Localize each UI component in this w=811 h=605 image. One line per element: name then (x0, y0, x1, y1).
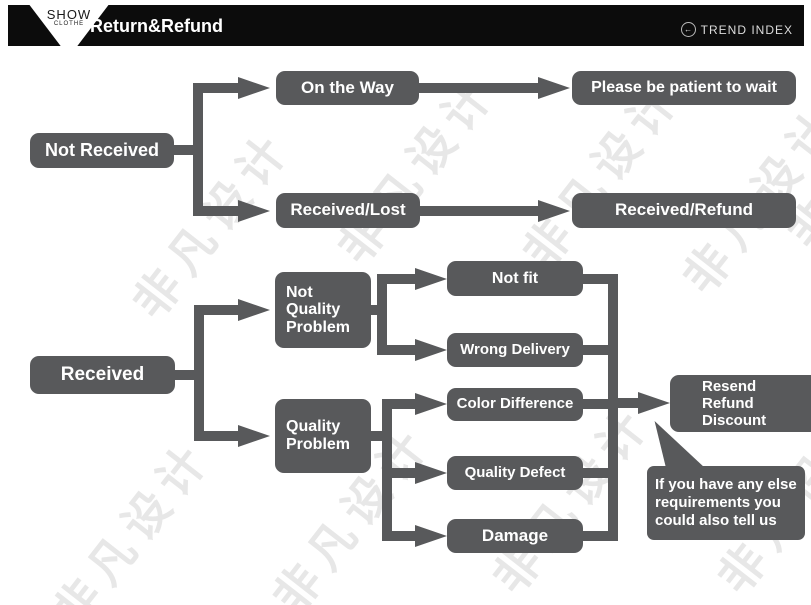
speech-bubble-note: If you have any else requirements you co… (647, 466, 805, 540)
connector-line (194, 305, 204, 441)
note-line: If you have any else (655, 476, 797, 493)
node-wrong-delivery: Wrong Delivery (447, 333, 583, 367)
connector-line (200, 83, 238, 93)
node-on-the-way: On the Way (276, 71, 419, 105)
node-not-quality-problem: Not Quality Problem (275, 272, 371, 348)
header-bar (8, 5, 804, 46)
connector-line (419, 83, 538, 93)
node-received: Received (30, 356, 175, 394)
node-please-be-patient: Please be patient to wait (572, 71, 796, 105)
arrowhead-icon (538, 200, 570, 222)
node-line: Refund (702, 394, 754, 412)
watermark-text: 非凡设计 (42, 429, 222, 605)
connector-line (387, 274, 415, 284)
connector-line (583, 468, 608, 478)
node-quality-defect: Quality Defect (447, 456, 583, 490)
connector-line (172, 145, 200, 155)
note-line: could also tell us (655, 512, 777, 529)
brand-name: TREND INDEX (700, 22, 793, 37)
logo-line1: SHOW (46, 7, 92, 22)
logo-line2: CLOTHE (53, 21, 85, 27)
arrowhead-icon (238, 77, 270, 99)
node-line: Resend (702, 377, 757, 395)
connector-line (382, 399, 392, 541)
node-damage: Damage (447, 519, 583, 553)
brand-badge: ← TREND INDEX (680, 22, 793, 37)
arrowhead-icon (238, 425, 270, 447)
arrowhead-icon (415, 462, 447, 484)
node-resend-refund-discount: Resend Refund Discount (670, 375, 811, 432)
trend-arrow-icon: ← (680, 22, 696, 37)
connector-line (583, 531, 608, 541)
arrowhead-icon (415, 393, 447, 415)
node-received-refund: Received/Refund (572, 193, 796, 228)
arrowhead-icon (238, 299, 270, 321)
connector-line (392, 399, 415, 409)
connector-line (200, 206, 238, 216)
page-title: Return&Refund (90, 16, 223, 36)
node-quality-problem: Quality Problem (275, 399, 371, 473)
connector-line (618, 398, 638, 408)
show-clothe-logo-icon (28, 3, 110, 57)
connector-line (377, 274, 387, 355)
node-received-lost: Received/Lost (276, 193, 420, 228)
node-line: Not (286, 283, 313, 301)
connector-line (193, 83, 203, 216)
connector-line (583, 399, 608, 409)
arrowhead-icon (638, 392, 670, 414)
connector-line (608, 274, 618, 541)
arrowhead-icon (415, 339, 447, 361)
connector-line (419, 206, 538, 216)
connector-line (392, 531, 415, 541)
show-clothe-logo-text: SHOW CLOTHE (28, 8, 110, 28)
connector-line (204, 305, 238, 315)
arrowhead-icon (415, 525, 447, 547)
node-line: Discount (702, 412, 767, 430)
connector-line (387, 345, 415, 355)
connector-line (204, 431, 238, 441)
arrowhead-icon (538, 77, 570, 99)
node-line: Problem (286, 436, 351, 453)
note-line: requirements you (655, 494, 781, 511)
node-line: Quality (286, 301, 341, 319)
connector-line (583, 345, 608, 355)
arrowhead-icon (415, 268, 447, 290)
connector-line (392, 468, 415, 478)
node-color-difference: Color Difference (447, 388, 583, 421)
node-not-received: Not Received (30, 133, 174, 168)
arrowhead-icon (238, 200, 270, 222)
connector-line (173, 370, 201, 380)
node-not-fit: Not fit (447, 261, 583, 296)
connector-line (358, 431, 386, 441)
node-line: Quality (286, 418, 341, 436)
node-line: Problem (286, 318, 351, 336)
connector-line (583, 274, 608, 284)
